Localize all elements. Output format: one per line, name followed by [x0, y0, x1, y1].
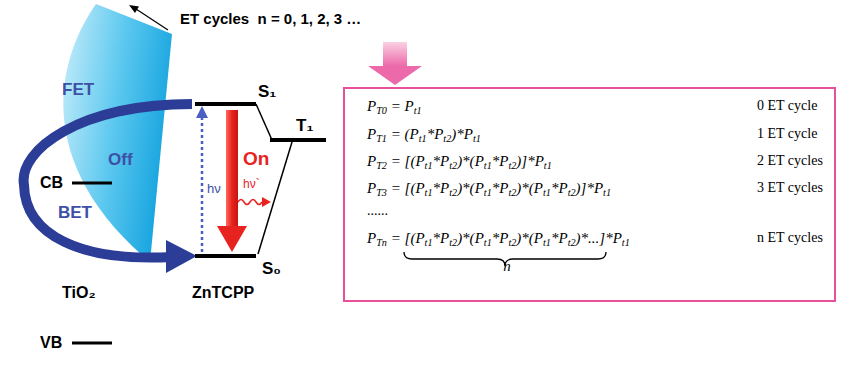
photon-label: hν: [207, 182, 221, 197]
valence-band-line: [72, 342, 112, 345]
wavy-arrow: [238, 200, 262, 205]
photon-label: hν`: [243, 178, 260, 192]
state-label: On: [243, 148, 269, 170]
cycle-label: 1 ET cycle: [757, 126, 817, 143]
equation: PT1 = (Pt1*Pt2)*Pt1: [367, 125, 481, 143]
pink-arrowhead: [368, 66, 422, 85]
cycle-label: 2 ET cycles: [757, 153, 823, 170]
t1-level: [270, 138, 326, 142]
wavy-arrowhead: [262, 197, 271, 207]
s0-level: [195, 254, 256, 258]
cycle-label: 3 ET cycles: [757, 180, 823, 197]
excitation-arrowhead: [196, 106, 208, 118]
level-label: T₁: [296, 116, 313, 136]
equation: PT2 = [(Pt1*Pt2)*(Pt1*Pt2)]*Pt1: [367, 152, 552, 170]
level-label: S₀: [262, 259, 281, 279]
cone: [63, 4, 172, 262]
equation-box: PT0 = Pt1 0 ET cyclePT1 = (Pt1*Pt2)*Pt1 1 …: [343, 87, 836, 302]
electron-transfer-arrowhead: [166, 240, 197, 273]
cycle-label: n ET cycles: [757, 230, 823, 247]
level-label: S₁: [258, 82, 276, 102]
cycle-label: 0 ET cycle: [757, 98, 817, 115]
material-label: TiO₂: [62, 284, 95, 302]
emission-arrow-shaft: [226, 110, 238, 227]
pink-arrow-shaft: [383, 42, 407, 66]
isc-line: [256, 104, 272, 140]
band-label: VB: [40, 334, 62, 352]
material-label: ZnTCPP: [192, 284, 254, 302]
excitation-arrow: [201, 116, 204, 252]
emission-arrowhead: [217, 226, 247, 252]
conduction-band-line: [72, 182, 112, 185]
brace-label: n: [503, 257, 511, 275]
equation: PTn = [(Pt1*Pt2)*(Pt1*Pt2)*(Pt1*Pt2)*...…: [367, 229, 630, 247]
equation: PT3 = [(Pt1*Pt2)*(Pt1*Pt2)*(Pt1*Pt2)]*Pt…: [367, 179, 611, 197]
electron-transfer-arrow: [24, 104, 192, 258]
s1-level: [195, 102, 256, 106]
process-label: FET: [62, 80, 94, 100]
ellipsis: ......: [367, 203, 388, 220]
cone-arrow-head: [129, 5, 139, 13]
cone-arrow-line: [136, 9, 168, 30]
cycles-heading: ET cycles n = 0, 1, 2, 3 …: [180, 10, 361, 27]
state-label: Off: [108, 150, 133, 170]
process-label: BET: [58, 203, 92, 223]
equation: PT0 = Pt1: [367, 97, 422, 115]
band-label: CB: [40, 174, 63, 192]
